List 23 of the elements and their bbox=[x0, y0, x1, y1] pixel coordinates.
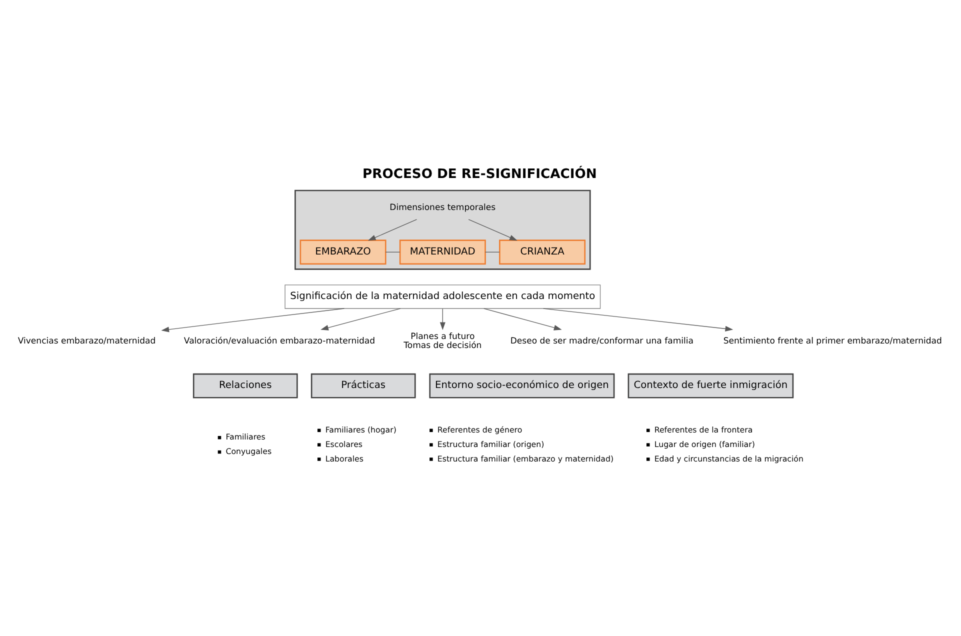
node-box: CRIANZA bbox=[499, 240, 586, 265]
arrow bbox=[368, 219, 418, 241]
arrow bbox=[320, 308, 401, 330]
node-text: Sentimiento frente al primer embarazo/maternidad bbox=[723, 336, 942, 346]
node-box: Relaciones bbox=[192, 373, 298, 398]
node-text: Deseo de ser madre/conformar una familia bbox=[510, 336, 694, 346]
node-box: Prácticas bbox=[310, 373, 416, 398]
node-box: MATERNIDAD bbox=[399, 240, 486, 265]
node-box: Entorno socio-económico de origen bbox=[429, 373, 615, 398]
node-text: Valoración/evaluación embarazo-maternidad bbox=[184, 336, 375, 346]
node-box: Significación de la maternidad adolescente en cada momento bbox=[284, 284, 601, 309]
node-text: Dimensiones temporales bbox=[390, 202, 496, 213]
diagram-title: PROCESO DE RE-SIGNIFICACIÓN bbox=[362, 167, 597, 182]
cluster bbox=[294, 190, 591, 270]
node-text: Planes a futuro Tomas de decisión bbox=[404, 332, 482, 352]
node-box: EMBARAZO bbox=[300, 240, 386, 265]
node-text: Vivencias embarazo/maternidad bbox=[18, 336, 156, 346]
arrow bbox=[468, 219, 518, 241]
arrow bbox=[440, 308, 446, 330]
arrow bbox=[161, 308, 345, 332]
arrow bbox=[484, 308, 562, 330]
node-box: Contexto de fuerte inmigración bbox=[628, 373, 794, 398]
arrow bbox=[543, 308, 734, 332]
